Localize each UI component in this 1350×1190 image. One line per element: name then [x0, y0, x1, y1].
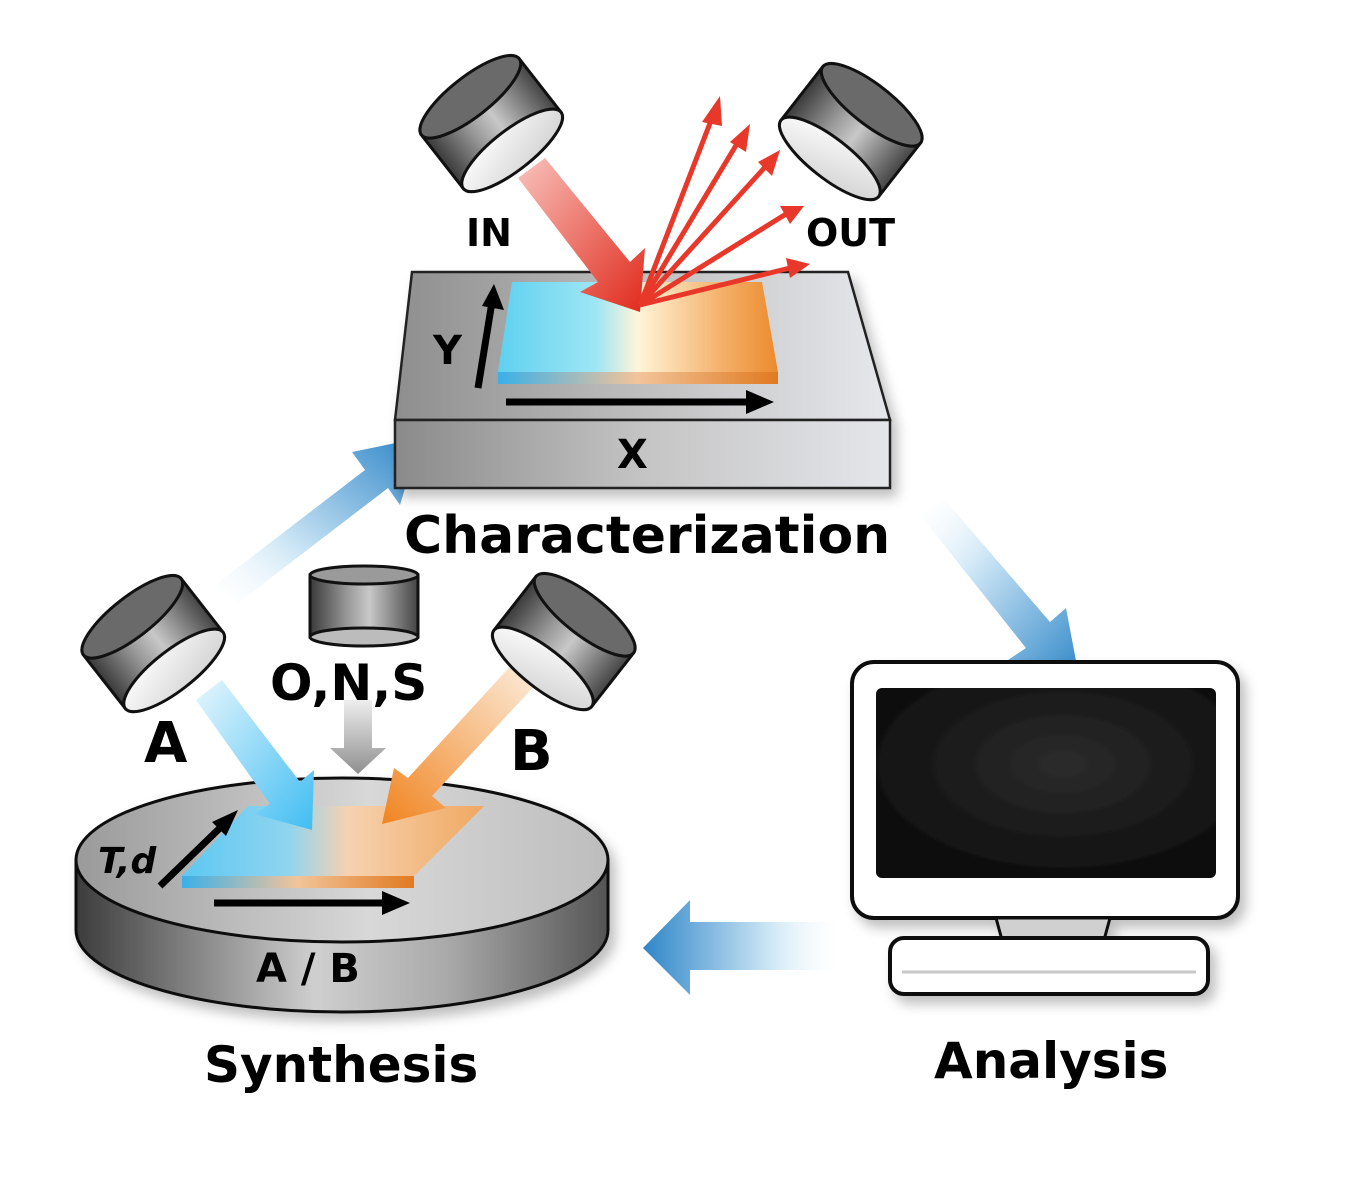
gradient-param-arrow — [157, 810, 238, 889]
source-cylinder-gas — [308, 564, 420, 648]
characterization-source-in — [418, 53, 565, 194]
axis-y-label: Y — [432, 328, 463, 374]
source-cylinder-b — [490, 571, 637, 712]
flow-arrow-analysis-to-synthesis — [643, 900, 840, 995]
beam-gas — [330, 700, 386, 774]
outgoing-signal-arrows — [637, 96, 810, 308]
label-out: OUT — [806, 211, 895, 255]
label-in: IN — [466, 211, 512, 255]
axis-x-arrow — [506, 390, 774, 414]
source-cylinder-a — [80, 573, 227, 714]
gradient-param-label: T,d — [98, 841, 157, 882]
composition-axis-label: A / B — [256, 946, 360, 992]
synthesis-title: Synthesis — [204, 1036, 478, 1094]
monitor-icon — [850, 660, 1240, 996]
composition-axis-arrow — [214, 891, 410, 915]
characterization-sample — [498, 282, 778, 384]
analysis-title: Analysis — [934, 1032, 1168, 1090]
axis-y-arrow — [474, 284, 504, 389]
synthesis-sample — [182, 806, 484, 888]
label-gas-sources: O,N,S — [270, 654, 427, 712]
flow-arrow-synthesis-to-characterization — [215, 438, 420, 603]
label-source-b: B — [510, 719, 553, 784]
beam-b — [382, 660, 540, 824]
beam-a — [196, 680, 314, 830]
characterization-title: Characterization — [404, 506, 890, 566]
flow-arrow-characterization-to-analysis — [920, 500, 1080, 682]
label-source-a: A — [144, 711, 188, 776]
characterization-detector-out — [777, 61, 924, 202]
incoming-probe-beam — [518, 158, 645, 312]
axis-x-label: X — [617, 432, 648, 478]
